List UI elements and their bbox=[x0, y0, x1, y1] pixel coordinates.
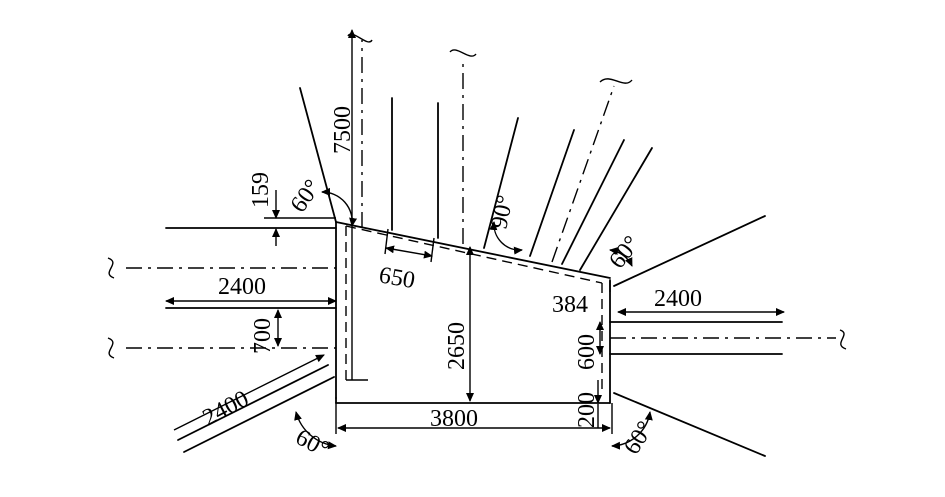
label-7500: 7500 bbox=[330, 106, 356, 154]
angle-arc-upper-left bbox=[321, 187, 358, 227]
angle-arc-90 bbox=[489, 221, 523, 255]
label-3800: 3800 bbox=[430, 406, 478, 432]
break-mark-roof-3 bbox=[599, 78, 633, 84]
break-mark-roof-2 bbox=[449, 49, 477, 57]
label-60-upper-left: 60° bbox=[286, 175, 327, 217]
label-159: 159 bbox=[248, 172, 274, 208]
label-60-lower-right: 60° bbox=[619, 417, 659, 459]
right-bottom-corner-hole bbox=[613, 392, 766, 457]
left-bottom-hole-parallel bbox=[177, 364, 329, 441]
label-60-lower-left: 60° bbox=[291, 424, 333, 463]
roof-hole-6 bbox=[579, 147, 653, 271]
right-upper-corner-hole bbox=[613, 215, 766, 287]
label-2400-left: 2400 bbox=[218, 274, 266, 300]
left-bottom-hole bbox=[183, 376, 335, 453]
angle-arcs bbox=[294, 187, 653, 450]
dimension-labels: 7500 159 60° 90° 60° 650 2400 700 2650 3… bbox=[199, 106, 702, 463]
roof-hole-4 bbox=[529, 129, 575, 257]
dimension-lines bbox=[165, 29, 785, 434]
label-200: 200 bbox=[574, 392, 600, 428]
roof-contour-dashed bbox=[345, 225, 603, 284]
break-mark-right bbox=[839, 329, 847, 350]
right-wall-holes bbox=[609, 215, 847, 457]
angle-arc-upper-right bbox=[609, 247, 633, 267]
label-650: 650 bbox=[377, 262, 417, 294]
label-600: 600 bbox=[574, 334, 600, 370]
roof-hole-5 bbox=[561, 139, 625, 265]
left-wall-holes bbox=[107, 227, 337, 453]
label-2400-bottom-left: 2400 bbox=[199, 386, 254, 431]
roof-holes bbox=[299, 33, 653, 271]
dim-650-line bbox=[385, 245, 433, 259]
break-mark-left-1 bbox=[107, 257, 115, 279]
label-2650: 2650 bbox=[444, 322, 470, 370]
angle-arc-lower-right bbox=[611, 411, 653, 450]
label-384: 384 bbox=[552, 292, 588, 318]
label-90: 90° bbox=[486, 193, 518, 231]
label-60-upper-right: 60° bbox=[604, 231, 645, 273]
dim-2400-bottom-left-line bbox=[173, 354, 325, 431]
break-mark-left-2 bbox=[107, 337, 115, 359]
angle-arc-lower-left bbox=[294, 411, 337, 450]
roof-hole-dashed-3 bbox=[551, 85, 615, 263]
label-2400-right: 2400 bbox=[654, 286, 702, 312]
label-700: 700 bbox=[250, 318, 276, 354]
